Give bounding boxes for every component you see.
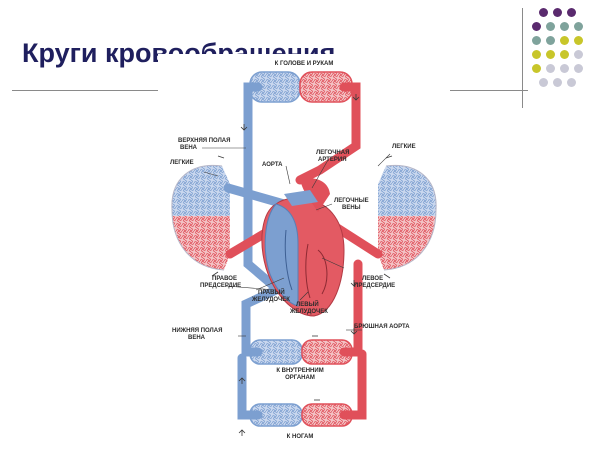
circulation-svg: К ГОЛОВЕ И РУКАМ ВЕРХНЯЯ ПОЛАЯ ВЕНА ЛЕГК…	[170, 61, 437, 440]
label-right-atrium-line2: ПРЕДСЕРДИЕ	[200, 283, 241, 289]
decorative-dot	[539, 8, 548, 17]
label-pulmonary-artery-line1: ЛЕГОЧНАЯ	[316, 150, 349, 156]
label-lungs-right: ЛЕГКИЕ	[392, 144, 416, 150]
label-inferior-vena-cava-line1: НИЖНЯЯ ПОЛАЯ	[172, 328, 222, 334]
decorative-dot	[546, 22, 555, 31]
vertical-divider	[522, 8, 523, 108]
decorative-dot-grid	[532, 8, 598, 94]
leader-lines	[202, 147, 391, 337]
decorative-dot	[553, 78, 562, 87]
label-aorta: АОРТА	[262, 162, 283, 168]
label-internal-organs-line1: К ВНУТРЕННИМ	[276, 368, 323, 374]
label-pulmonary-artery-line2: АРТЕРИЯ	[318, 157, 347, 163]
decorative-dot	[546, 64, 555, 73]
legs-capillary-bed	[249, 403, 353, 427]
label-head-arms: К ГОЛОВЕ И РУКАМ	[275, 61, 334, 67]
label-left-ventricle-line2: ЖЕЛУДОЧЕК	[289, 309, 328, 315]
label-superior-vena-cava-line1: ВЕРХНЯЯ ПОЛАЯ	[178, 138, 230, 144]
decorative-dot	[560, 64, 569, 73]
decorative-dot	[546, 50, 555, 59]
decorative-dot	[532, 50, 541, 59]
decorative-dot	[567, 8, 576, 17]
label-pulmonary-veins-line2: ВЕНЫ	[342, 205, 361, 211]
decorative-dot	[546, 36, 555, 45]
head-capillary-bed	[249, 71, 353, 103]
decorative-dot	[567, 78, 576, 87]
label-right-atrium-line1: ПРАВОЕ	[212, 276, 237, 282]
label-abdominal-aorta: БРЮШНАЯ АОРТА	[354, 324, 410, 330]
decorative-dot	[560, 22, 569, 31]
decorative-dot	[532, 64, 541, 73]
decorative-dot	[560, 36, 569, 45]
label-internal-organs-line2: ОРГАНАМ	[285, 375, 315, 381]
decorative-dot	[539, 78, 548, 87]
label-lungs-left: ЛЕГКИЕ	[170, 160, 194, 166]
label-legs: К НОГАМ	[287, 434, 314, 440]
circulation-diagram: К ГОЛОВЕ И РУКАМ ВЕРХНЯЯ ПОЛАЯ ВЕНА ЛЕГК…	[158, 54, 450, 444]
label-left-ventricle-line1: ЛЕВЫЙ	[296, 300, 319, 308]
organs-capillary-bed	[249, 339, 353, 365]
heart	[261, 178, 345, 317]
label-pulmonary-veins-line1: ЛЕГОЧНЫЕ	[334, 198, 369, 204]
label-right-ventricle-line1: ПРАВЫЙ	[258, 288, 285, 296]
label-left-atrium-line1: ЛЕВОЕ	[362, 276, 383, 282]
label-right-ventricle-line2: ЖЕЛУДОЧЕК	[251, 297, 290, 303]
decorative-dot	[574, 22, 583, 31]
label-superior-vena-cava-line2: ВЕНА	[180, 145, 198, 151]
label-inferior-vena-cava-line2: ВЕНА	[188, 335, 206, 341]
flow-arrows	[211, 94, 393, 436]
left-lung	[171, 164, 230, 271]
right-lung	[378, 164, 437, 271]
decorative-dot	[532, 22, 541, 31]
venous-vessels	[223, 82, 289, 420]
decorative-dot	[532, 36, 541, 45]
decorative-dot	[553, 8, 562, 17]
decorative-dot	[574, 36, 583, 45]
label-left-atrium-line2: ПРЕДСЕРДИЕ	[354, 283, 395, 289]
decorative-dot	[560, 50, 569, 59]
decorative-dot	[574, 64, 583, 73]
decorative-dot	[574, 50, 583, 59]
